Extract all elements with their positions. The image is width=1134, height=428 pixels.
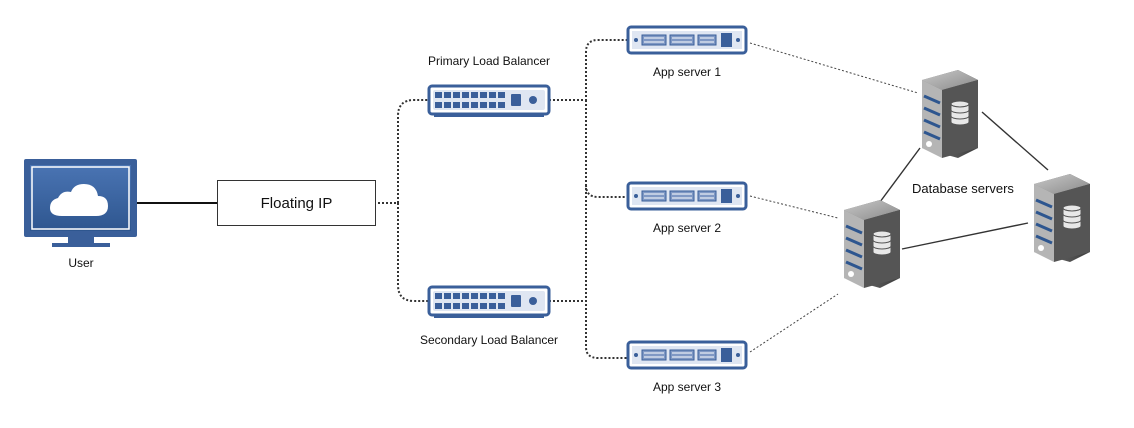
app3-db-link — [749, 293, 839, 353]
database-server-3-icon — [1032, 172, 1092, 264]
db-db-link-2 — [876, 147, 921, 207]
database-server-1-icon — [920, 68, 980, 160]
floating-ip-box[interactable]: Floating IP — [217, 180, 376, 226]
database-server-2-icon — [842, 198, 902, 290]
lb-app3-link — [585, 100, 628, 359]
secondary-load-balancer-label: Secondary Load Balancer — [419, 333, 559, 347]
db-db-link-3 — [901, 222, 1029, 250]
app-server-3-label: App server 3 — [652, 380, 722, 394]
floating-ip-primary-link — [378, 99, 429, 204]
secondary-load-balancer-icon — [427, 285, 551, 320]
app-server-1-label: App server 1 — [652, 65, 722, 79]
app-server-3-icon — [626, 340, 748, 370]
user-label: User — [68, 256, 94, 270]
app-server-2-icon — [626, 181, 748, 211]
database-servers-label: Database servers — [912, 181, 1014, 196]
app-server-1-icon — [626, 25, 748, 55]
primary-load-balancer-icon — [427, 84, 551, 119]
lb-app2-link — [585, 184, 628, 198]
connection-lines — [137, 39, 1049, 359]
primary-load-balancer-label: Primary Load Balancer — [427, 54, 551, 68]
db-db-link-1 — [981, 111, 1049, 171]
lb-app1-link — [549, 39, 628, 101]
floating-ip-label: Floating IP — [260, 194, 333, 212]
app1-db-link — [749, 42, 919, 94]
app-server-2-label: App server 2 — [652, 221, 722, 235]
app2-db-link — [749, 195, 839, 219]
floating-ip-secondary-link — [397, 203, 429, 302]
monitor-cloud-icon — [24, 159, 137, 247]
